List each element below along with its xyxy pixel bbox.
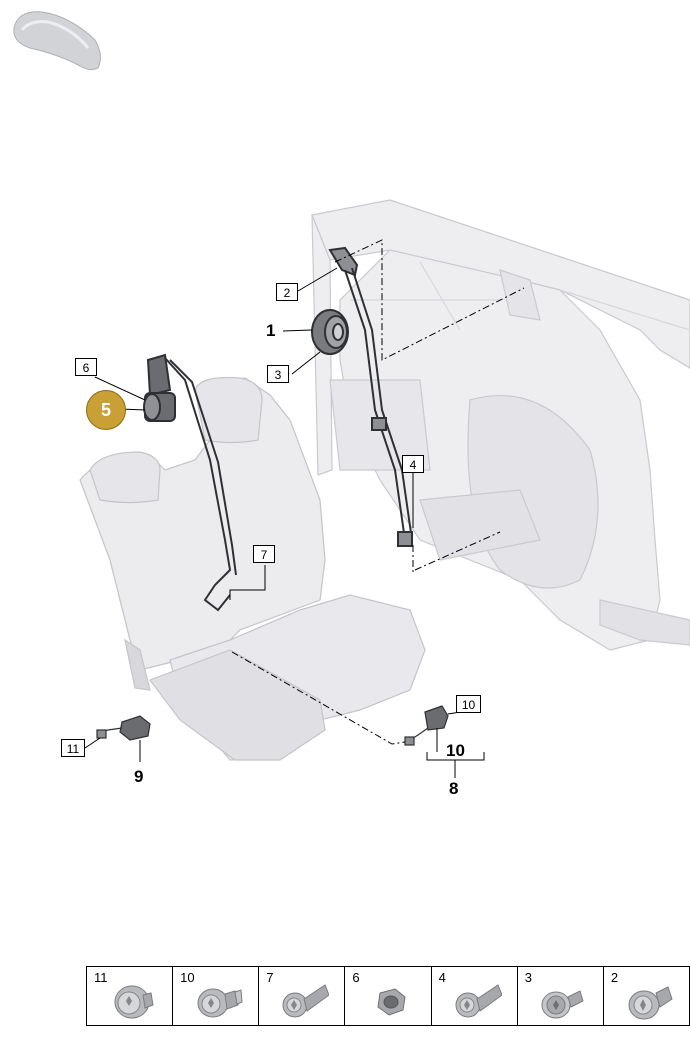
retractor-1 [311,309,349,355]
rear-belt [143,353,237,612]
dashed-guides [231,239,525,745]
legend-number: 7 [266,970,274,985]
legend-cell[interactable]: 10 [173,967,260,1025]
legend-number: 3 [524,970,532,985]
legend-cell[interactable]: 7 [259,967,346,1025]
callout-6: 6 [75,358,97,376]
legend-number: 6 [352,970,360,985]
side-belt [311,246,413,547]
callout-7: 7 [253,545,275,563]
buckle-8 [404,705,449,746]
fastener-legend: 11 10 7 [86,966,690,1026]
bolt-long-shank-icon [282,984,330,1018]
callout-3: 3 [267,365,289,383]
bolt-long-shank-icon [455,984,502,1018]
car-silhouette-icon [13,11,101,71]
rear-seat [79,376,426,761]
legend-cell[interactable]: 3 [518,967,604,1025]
callout-10-bold: 10 [446,741,465,760]
callout-11: 11 [61,739,85,757]
car-body-structure [311,199,690,651]
bolt-flanged-icon [628,986,673,1020]
callout-5-highlight[interactable]: 5 [86,390,126,430]
legend-number: 11 [94,970,108,985]
callout-2: 2 [276,283,298,301]
legend-number: 4 [438,970,446,985]
legend-cell[interactable]: 2 [604,967,689,1025]
legend-cell[interactable]: 4 [432,967,518,1025]
bolt-flanged-short-icon [114,985,154,1019]
buckle-9 [96,715,151,741]
bolt-stepped-icon [197,988,243,1018]
bolt-washer-icon [541,990,584,1019]
legend-number: 2 [610,970,619,985]
callout-10-box: 10 [456,695,481,713]
callout-1: 1 [266,321,276,340]
callout-8: 8 [449,779,459,798]
legend-cell[interactable]: 6 [345,967,432,1025]
callout-9: 9 [134,767,144,786]
legend-cell[interactable]: 11 [87,967,174,1025]
legend-number: 10 [180,970,195,985]
callout-4: 4 [402,455,424,473]
hex-nut-icon [377,988,406,1016]
